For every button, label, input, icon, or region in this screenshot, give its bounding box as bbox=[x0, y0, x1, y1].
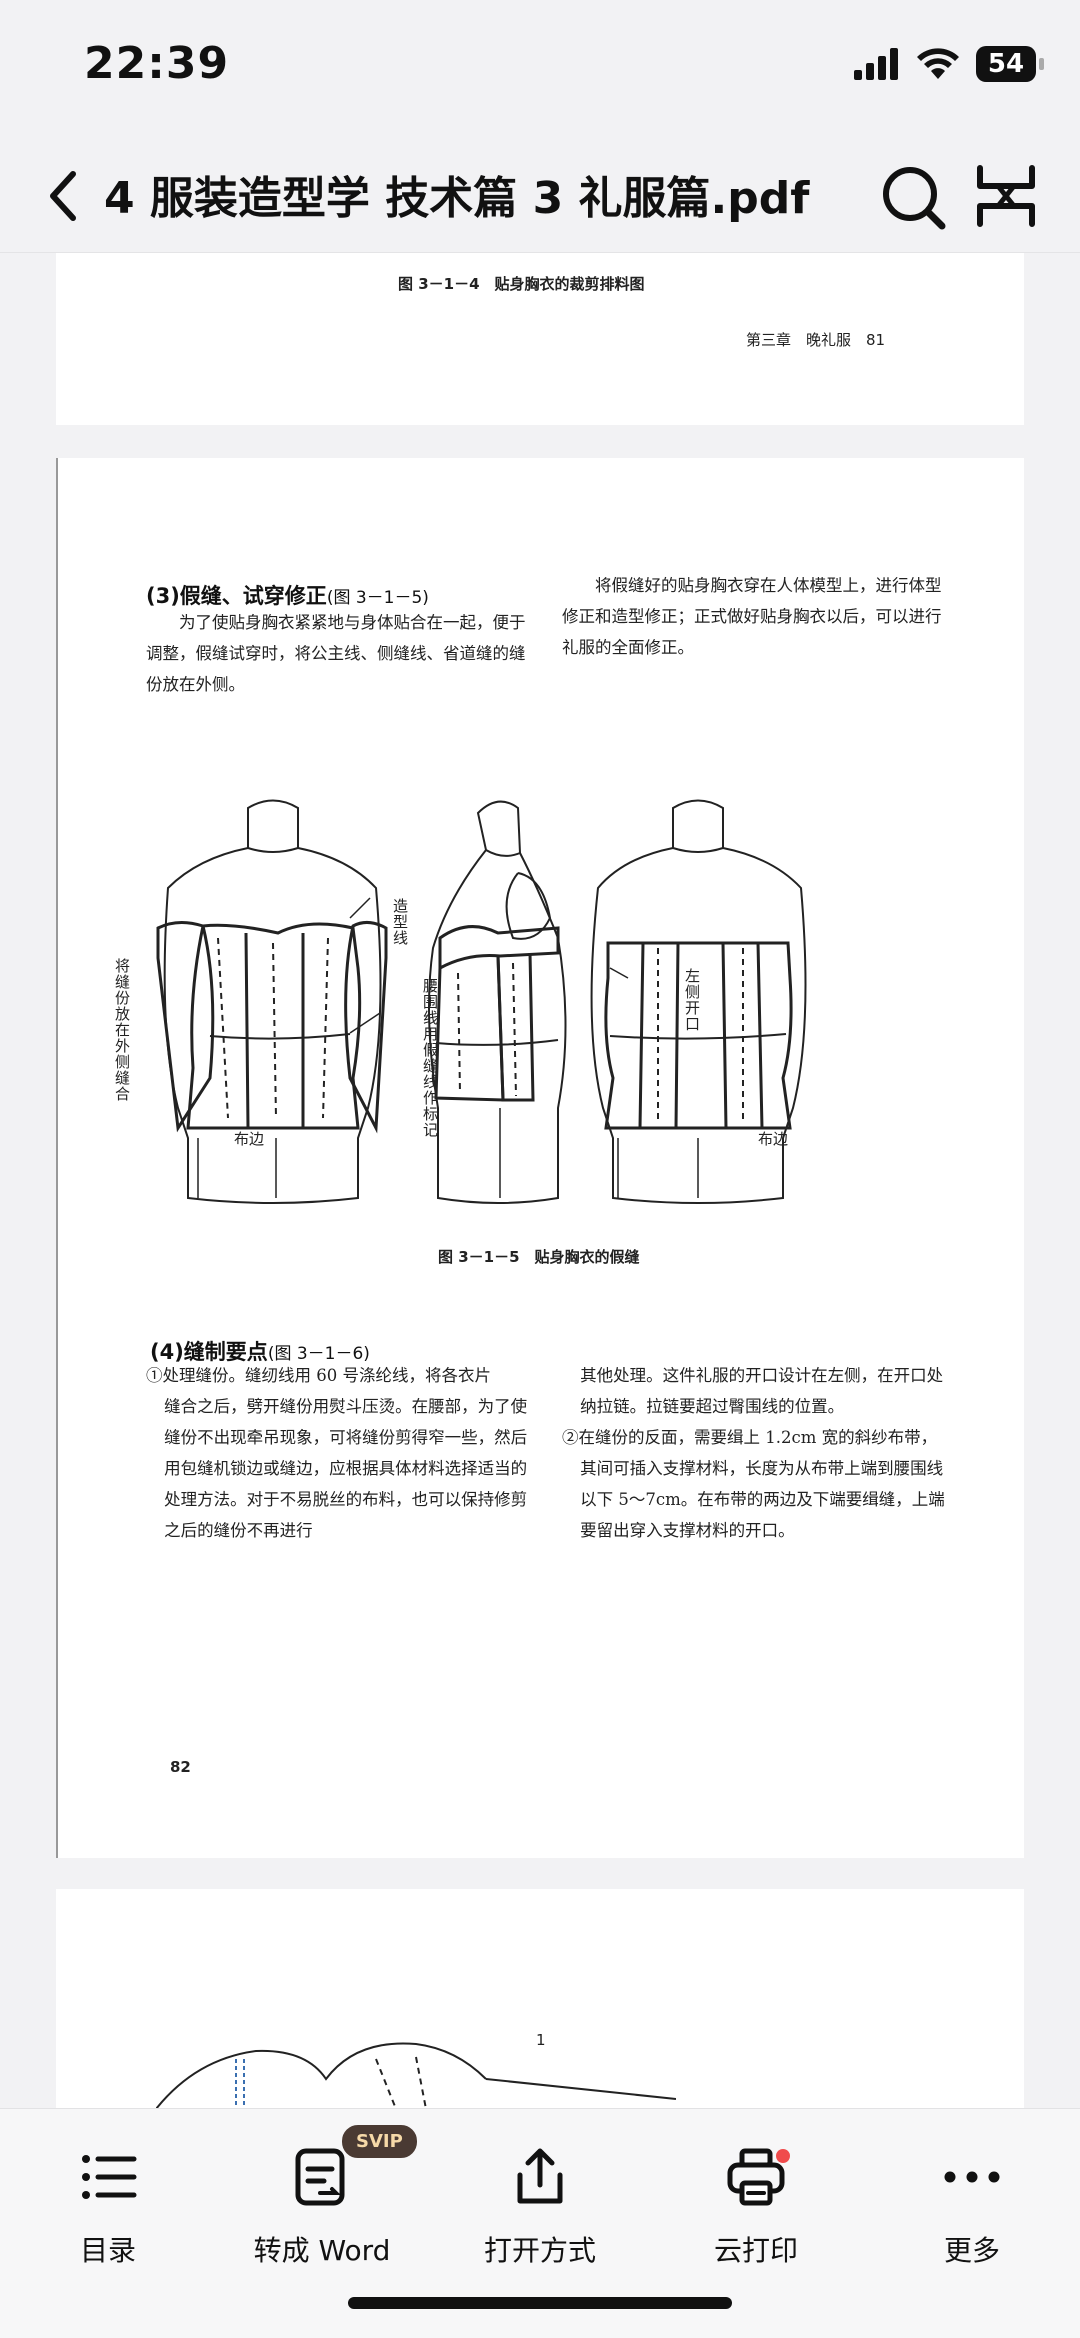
figure-label: 1 bbox=[536, 2031, 546, 2049]
status-time: 22:39 bbox=[84, 38, 230, 89]
signal-icon bbox=[854, 48, 898, 80]
open-with-label: 打开方式 bbox=[483, 2234, 596, 2267]
home-indicator[interactable] bbox=[348, 2297, 732, 2309]
numbered-point-1-line: ①处理缝份。缝纫线用 60 号涤纶线，将各衣片 bbox=[146, 1366, 491, 1385]
fullscreen-button[interactable] bbox=[968, 158, 1044, 234]
figure-label: 将缝份放在外侧缝合 bbox=[113, 958, 131, 1102]
section-title: (4)缝制要点(图 3－1－6) bbox=[150, 1336, 370, 1366]
paragraph: ①处理缝份。缝纫线用 60 号涤纶线，将各衣片 缝合之后，劈开缝份用熨斗压烫。在… bbox=[146, 1360, 530, 1546]
battery-icon: 54 bbox=[976, 46, 1044, 82]
status-bar: 22:39 54 bbox=[0, 0, 1080, 140]
front-view bbox=[156, 799, 388, 1204]
list-icon bbox=[82, 2155, 137, 2199]
paragraph: 其他处理。这件礼服的开口设计在左侧，在开口处纳拉链。拉链要超过臀围线的位置。 ②… bbox=[562, 1360, 948, 1546]
convert-document-icon bbox=[295, 2148, 345, 2206]
figure-caption: 图 3－1－5 贴身胸衣的假缝 bbox=[438, 1248, 640, 1266]
numbered-point-2: ②在缝份的反面，需要缉上 1.2cm 宽的斜纱布带，其间可插入支撑材料，长度为从… bbox=[562, 1428, 945, 1540]
back-button[interactable] bbox=[30, 160, 96, 232]
document-title: 4 服装造型学 技术篇 3 礼服篇.pdf bbox=[104, 173, 810, 224]
chevron-left-icon bbox=[50, 171, 76, 221]
cloud-print-label: 云打印 bbox=[713, 2234, 798, 2267]
pdf-page-82: (3)假缝、试穿修正(图 3－1－5) 为了使贴身胸衣紧紧地与身体贴合在一起，便… bbox=[56, 458, 1024, 1858]
open-with-button[interactable]: 打开方式 bbox=[440, 2129, 640, 2279]
status-icons: 54 bbox=[854, 46, 1044, 82]
fullscreen-icon bbox=[977, 165, 1035, 227]
figure-label: 布边 bbox=[234, 1130, 265, 1148]
pdf-viewer[interactable]: 图 3－1－4 贴身胸衣的裁剪排料图 第三章 晚礼服 81 (3)假缝、试穿修正… bbox=[0, 253, 1080, 2108]
paragraph: 将假缝好的贴身胸衣穿在人体模型上，进行体型修正和造型修正；正式做好贴身胸衣以后，… bbox=[562, 576, 942, 657]
figure-label: 腰围线用假缝线作标记 bbox=[421, 978, 439, 1138]
convert-word-button[interactable]: SVIP 转成 Word bbox=[222, 2123, 422, 2279]
cloud-print-button[interactable]: 云打印 bbox=[656, 2129, 856, 2279]
toc-label: 目录 bbox=[79, 2234, 136, 2267]
section-figure-ref: (图 3－1－6) bbox=[267, 1344, 370, 1364]
pdf-page-81: 图 3－1－4 贴身胸衣的裁剪排料图 第三章 晚礼服 81 bbox=[56, 253, 1024, 425]
back-view bbox=[590, 799, 807, 1204]
header: 4 服装造型学 技术篇 3 礼服篇.pdf bbox=[0, 140, 1080, 253]
page-number: 82 bbox=[170, 1758, 191, 1776]
printer-icon bbox=[727, 2148, 785, 2206]
section-title-text: (4)缝制要点 bbox=[150, 1340, 268, 1364]
wifi-icon bbox=[917, 48, 959, 79]
figure-label: 造型线 bbox=[391, 898, 409, 946]
notification-dot bbox=[776, 2149, 790, 2163]
search-icon bbox=[883, 167, 946, 230]
numbered-point-1-body: 缝合之后，劈开缝份用熨斗压烫。在腰部，为了使缝份不出现牵吊现象，可将缝份剪得窄一… bbox=[164, 1397, 528, 1540]
toc-button[interactable]: 目录 bbox=[8, 2129, 208, 2279]
more-button[interactable]: 更多 bbox=[872, 2129, 1072, 2279]
search-button[interactable] bbox=[876, 158, 952, 234]
more-label: 更多 bbox=[943, 2234, 1000, 2267]
side-view bbox=[428, 800, 567, 1204]
more-dots-icon bbox=[944, 2171, 1000, 2183]
share-icon bbox=[517, 2148, 563, 2204]
running-head: 第三章 晚礼服 81 bbox=[746, 331, 886, 349]
paragraph: 为了使贴身胸衣紧紧地与身体贴合在一起，便于调整，假缝试穿时，将公主线、侧缝线、省… bbox=[146, 613, 526, 694]
dress-form-illustration bbox=[156, 799, 807, 1204]
svip-badge: SVIP bbox=[340, 2123, 419, 2160]
bodice-illustration bbox=[156, 2042, 676, 2108]
numbered-point-1-cont: 其他处理。这件礼服的开口设计在左侧，在开口处纳拉链。拉链要超过臀围线的位置。 bbox=[580, 1366, 944, 1416]
figure-caption: 图 3－1－4 贴身胸衣的裁剪排料图 bbox=[398, 275, 645, 293]
convert-word-label: 转成 Word bbox=[253, 2234, 391, 2267]
figure-label: 布边 bbox=[758, 1130, 789, 1148]
section-title-text: (3)假缝、试穿修正 bbox=[146, 584, 327, 608]
figure-label: 左侧开口 bbox=[683, 968, 701, 1032]
pdf-page-83: 1 bbox=[56, 1889, 1024, 2108]
section-title: (3)假缝、试穿修正(图 3－1－5) bbox=[146, 580, 429, 610]
section-figure-ref: (图 3－1－5) bbox=[326, 588, 429, 608]
